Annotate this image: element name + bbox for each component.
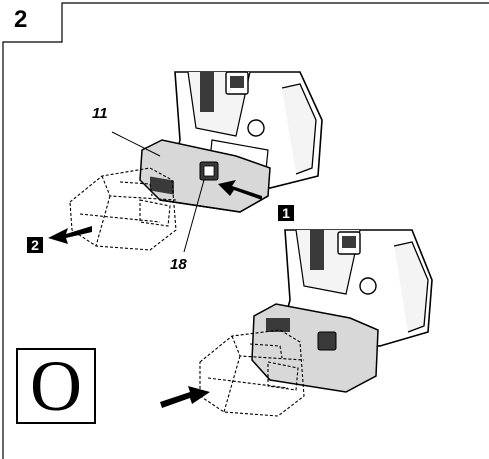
callout-18: 18 [170,256,187,273]
leader-line-11 [111,131,161,157]
symbol-letter: O [30,346,82,426]
leader-line-18 [183,179,205,253]
symbol-box: O [16,348,96,424]
callout-11: 11 [92,105,108,122]
step-badge-2: 2 [27,237,43,253]
push-arrow-icon [218,180,262,200]
pull-arrow-icon [48,226,92,244]
push-arrow-icon [160,386,210,408]
figure-number: 2 [14,6,28,33]
tool-top-illustration [69,71,323,251]
tool-bottom-illustration [199,229,433,417]
step-badge-1: 1 [278,205,294,221]
